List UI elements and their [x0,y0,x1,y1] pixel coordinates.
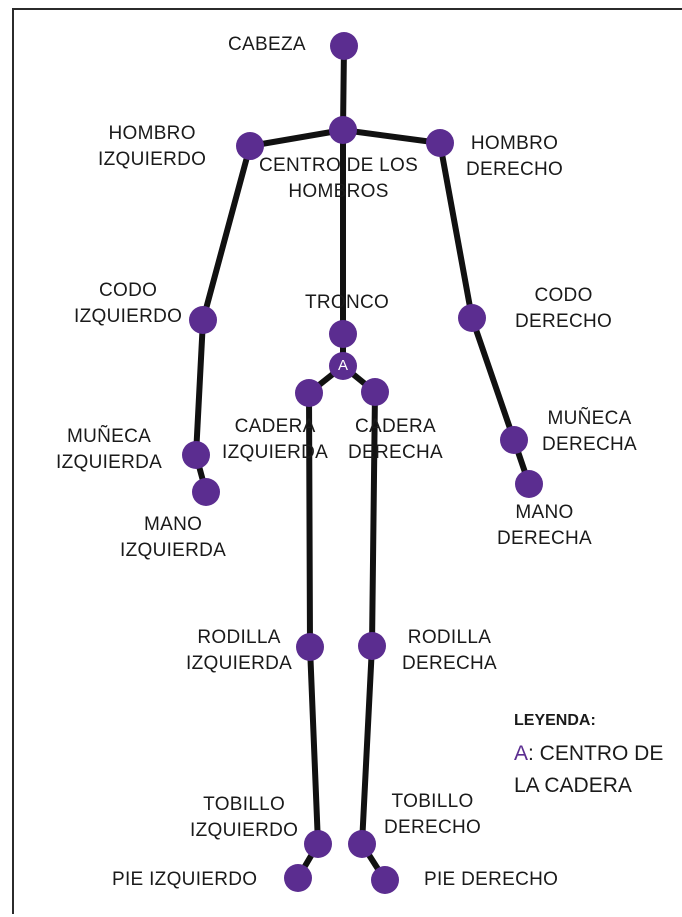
hip-center-mark: A [337,357,348,374]
joint-left-hand [192,478,220,506]
legend-line-1: A: CENTRO DE [514,738,663,770]
joint-left-foot [284,864,312,892]
bone-right-thigh [369,389,378,649]
joint-left-wrist [182,441,210,469]
label-right-wrist: MUÑECA DERECHA [542,408,638,455]
joint-head [330,32,358,60]
label-left-wrist: MUÑECA IZQUIERDA [56,426,163,473]
label-left-elbow: CODO IZQUIERDO [74,280,183,327]
label-shoulder-center: CENTRO DE LOS HOMBROS [259,155,419,202]
bone-neck [340,43,347,133]
bone-right-forearm [469,315,517,443]
label-spine: TRONCO [305,292,390,313]
legend-title: LEYENDA: [514,712,596,729]
bone-left-collar [247,127,346,149]
label-right-shoulder: HOMBRO DERECHO [466,133,564,180]
label-left-hand: MANO IZQUIERDA [120,514,227,561]
joint-left-elbow [189,306,217,334]
bone-right-upper-arm [437,140,475,321]
joint-shoulder-center [329,116,357,144]
label-right-knee: RODILLA DERECHA [402,627,498,674]
joint-right-wrist [500,426,528,454]
joint-left-ankle [304,830,332,858]
label-right-hand: MANO DERECHA [497,502,593,549]
joint-left-shoulder [236,132,264,160]
bone-right-shin [359,643,375,847]
bone-left-shin [307,644,321,847]
label-left-ankle: TOBILLO IZQUIERDO [190,794,299,841]
joint-left-hip [295,379,323,407]
bone-left-thigh [306,390,313,650]
diagram-frame [12,8,682,914]
joint-right-knee [358,632,386,660]
bone-right-collar [340,127,443,146]
joint-right-hand [515,470,543,498]
joint-left-knee [296,633,324,661]
label-right-elbow: CODO DERECHO [515,285,613,332]
label-left-knee: RODILLA IZQUIERDA [186,627,293,674]
joint-right-hip [361,378,389,406]
label-left-foot: PIE IZQUIERDO [112,869,258,890]
joint-hip-center [329,352,357,380]
legend: LEYENDA: A: CENTRO DE LA CADERA [514,712,663,802]
label-left-hip: CADERA IZQUIERDA [222,416,329,463]
label-left-shoulder: HOMBRO IZQUIERDO [98,123,207,170]
legend-key-text: : CENTRO DE [528,742,664,765]
bone-left-upper-arm [200,143,253,323]
legend-line-2: LA CADERA [514,774,632,797]
label-right-hip: CADERA DERECHA [348,416,444,463]
legend-key: A [514,742,529,765]
label-head: CABEZA [228,34,306,55]
label-right-foot: PIE DERECHO [424,869,559,890]
joint-right-shoulder [426,129,454,157]
joint-right-foot [371,866,399,894]
label-right-ankle: TOBILLO DERECHO [384,791,482,838]
bone-left-forearm [193,317,206,458]
joint-right-ankle [348,830,376,858]
joint-right-elbow [458,304,486,332]
joint-spine [329,320,357,348]
